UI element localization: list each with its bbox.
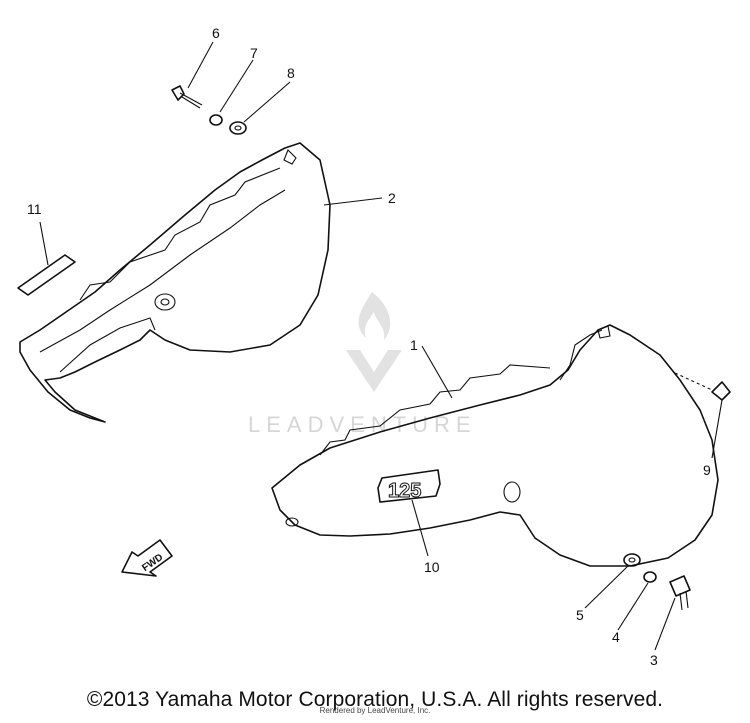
callout-2: 2 (388, 190, 396, 206)
rendered-by-note: Rendered by LeadVenture, Inc. (319, 706, 431, 715)
callout-5: 5 (576, 607, 584, 623)
decal-11 (17, 254, 76, 296)
lock-washer-4 (643, 571, 657, 583)
grommet-9 (674, 372, 731, 401)
screw-6 (171, 85, 203, 109)
leader-lines (39, 41, 723, 651)
callout-8: 8 (287, 65, 295, 81)
screw-3 (669, 575, 691, 611)
callout-4: 4 (612, 629, 620, 645)
emblem-text: 125 (388, 480, 421, 502)
callout-6: 6 (212, 25, 220, 41)
copyright-notice: ©2013 Yamaha Motor Corporation, U.S.A. A… (86, 688, 664, 711)
lock-washer-7 (209, 114, 223, 126)
washer-8 (229, 121, 247, 135)
right-side-cover: 125 (271, 324, 719, 567)
fwd-arrow: FWD (121, 539, 173, 577)
leadventure-watermark: LEADVENTURE (248, 292, 477, 437)
callout-10: 10 (424, 559, 440, 575)
callout-numbers: 1 2 3 4 5 6 7 8 9 10 11 (27, 25, 711, 668)
left-side-cover (19, 142, 331, 423)
125-emblem: 125 (377, 469, 441, 503)
callout-3: 3 (650, 652, 658, 668)
washer-5 (623, 553, 641, 567)
callout-1: 1 (410, 337, 418, 353)
watermark-text: LEADVENTURE (248, 412, 477, 437)
callout-9: 9 (703, 462, 711, 478)
callout-7: 7 (250, 45, 258, 61)
callout-11: 11 (27, 201, 42, 217)
